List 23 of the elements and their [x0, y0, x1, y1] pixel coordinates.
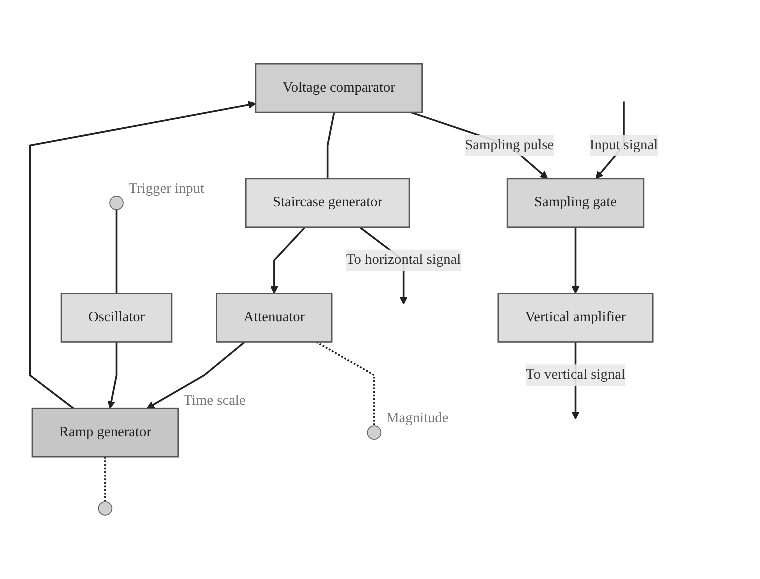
- arrow: [29, 100, 256, 410]
- connector: [116, 210, 118, 294]
- process-box: Voltage comparator: [255, 63, 423, 113]
- edge-label: Input signal: [590, 134, 658, 156]
- arrow: [572, 227, 580, 294]
- arrow: [108, 342, 118, 409]
- process-box: Vertical amplifier: [498, 292, 654, 343]
- side-label: Trigger input: [128, 180, 204, 197]
- process-box: Oscillator: [60, 292, 173, 343]
- connector: [316, 341, 376, 426]
- connector: [104, 456, 106, 502]
- arrow: [146, 341, 246, 409]
- edge-label: To vertical signal: [526, 364, 626, 386]
- process-box: Sampling gate: [506, 178, 645, 228]
- side-label: Magnitude: [386, 410, 449, 426]
- edge-label: To horizontal signal: [346, 250, 462, 272]
- connector: [326, 112, 336, 179]
- process-box: Attenuator: [216, 292, 333, 343]
- arrow: [270, 226, 306, 294]
- process-box: Ramp generator: [32, 408, 180, 458]
- process-box: Staircase generator: [245, 178, 410, 228]
- side-label: Time scale: [184, 392, 246, 409]
- edge-label: Sampling pulse: [465, 134, 554, 156]
